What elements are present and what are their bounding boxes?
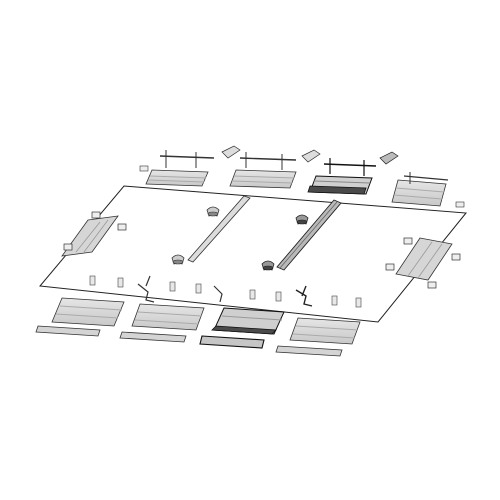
hook-bracket-2 [171, 254, 185, 265]
bottom-mid-left-hook [137, 275, 155, 303]
bottom-left-panel [51, 297, 125, 327]
top-middle-left-bracket [221, 145, 321, 170]
center-rail-left [187, 195, 251, 263]
hook-bracket-1 [206, 206, 220, 217]
top-middle-right-panel [307, 175, 373, 195]
top-middle-left-panel [229, 169, 297, 189]
hook-bracket-3 [295, 214, 309, 225]
top-middle-right-bracket [323, 151, 399, 176]
bottom-mid-left-panel [131, 303, 205, 331]
hook-bracket-4 [261, 260, 275, 271]
right-side-rail [395, 237, 453, 281]
top-right-panel [391, 179, 447, 207]
plate-slots [89, 275, 362, 308]
right-rail-clips [385, 237, 461, 289]
center-rail-right [276, 199, 342, 271]
top-right-bracket [403, 172, 465, 208]
bottom-center-hooks [213, 285, 313, 307]
bottom-right-strip [275, 345, 343, 357]
bottom-center-strip [199, 335, 265, 349]
left-rail-clip-top [63, 211, 127, 251]
top-left-panel [145, 169, 209, 187]
bottom-center-panel [211, 307, 285, 335]
bottom-right-panel [289, 317, 361, 345]
left-side-rail [61, 215, 119, 257]
bottom-mid-left-strip [119, 331, 187, 343]
bottom-left-strip [35, 325, 101, 337]
top-left-bracket [139, 150, 215, 172]
